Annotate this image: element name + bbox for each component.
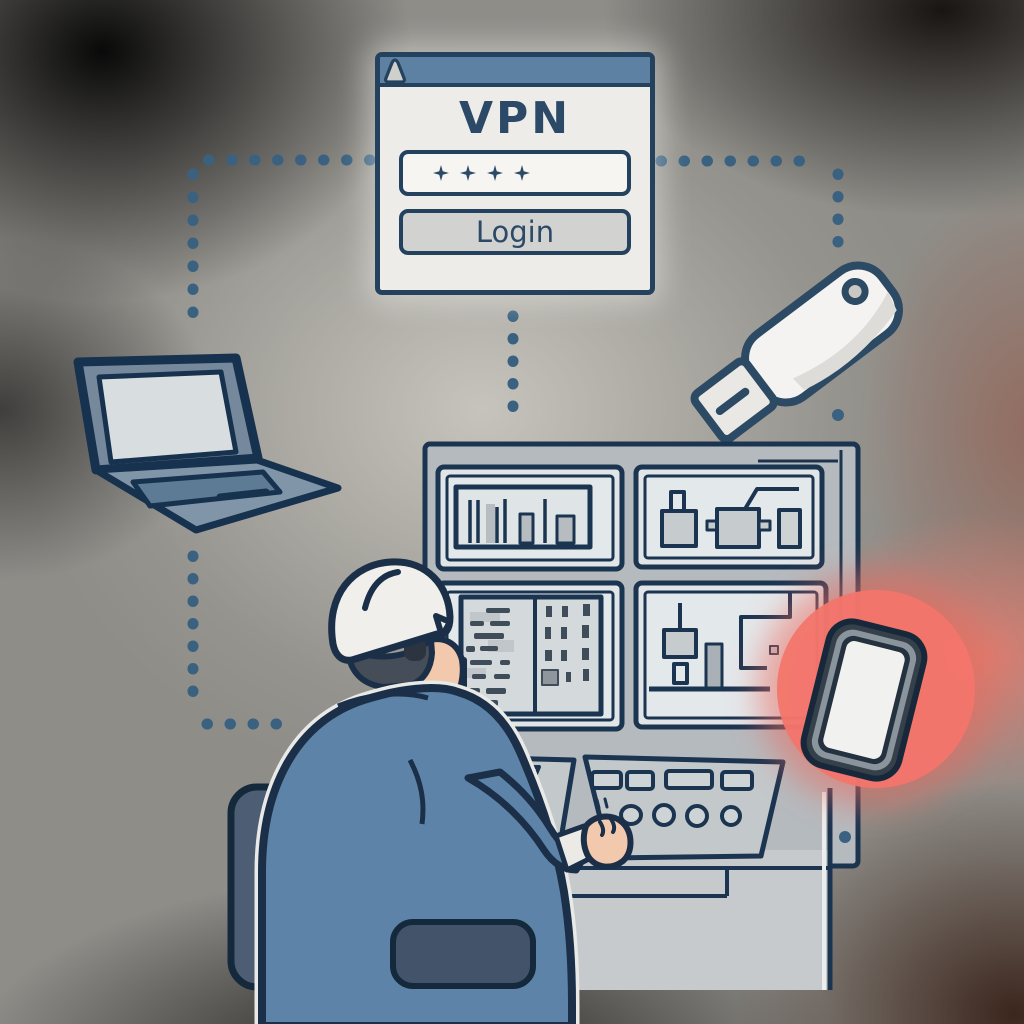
laptop-screen xyxy=(96,369,239,465)
password-mask-star-icon xyxy=(487,165,503,181)
console-knobs xyxy=(619,803,742,828)
smartphone-screen xyxy=(823,641,905,759)
operator-hand xyxy=(580,813,634,870)
screen-equipment-diagram xyxy=(633,464,825,570)
screen-bar-chart xyxy=(435,464,625,572)
vpn-window-title: VPN xyxy=(458,93,572,144)
vpn-login-window: VPN Login xyxy=(375,52,655,295)
password-mask-star-icon xyxy=(460,165,476,181)
smartphone-alert xyxy=(758,571,994,807)
password-mask-star-icon xyxy=(514,165,530,181)
dotted-connector-paths xyxy=(187,154,844,730)
lock-icon xyxy=(384,58,406,84)
connector-dot-below-usb xyxy=(832,409,844,421)
laptop-keyboard xyxy=(130,469,283,509)
usb-flash-drive-illustration xyxy=(690,261,903,444)
vpn-window-titlebar xyxy=(380,57,650,87)
hard-hat-seam xyxy=(362,569,401,611)
operator-hard-hat xyxy=(328,558,454,664)
operator-collar xyxy=(337,691,429,709)
screen-log-text xyxy=(435,580,625,732)
connector-dot-below-phone xyxy=(839,831,851,843)
password-masked-value xyxy=(433,165,530,181)
hard-hat-bill xyxy=(433,613,453,639)
laptop-trackpad xyxy=(216,488,270,501)
login-button[interactable]: Login xyxy=(399,209,631,255)
console-buttons xyxy=(590,769,754,791)
password-mask-star-icon xyxy=(433,165,449,181)
laptop-illustration xyxy=(73,353,342,534)
usb-lanyard-hole xyxy=(841,278,869,306)
password-field[interactable] xyxy=(384,58,631,196)
chair-seat xyxy=(390,919,536,989)
